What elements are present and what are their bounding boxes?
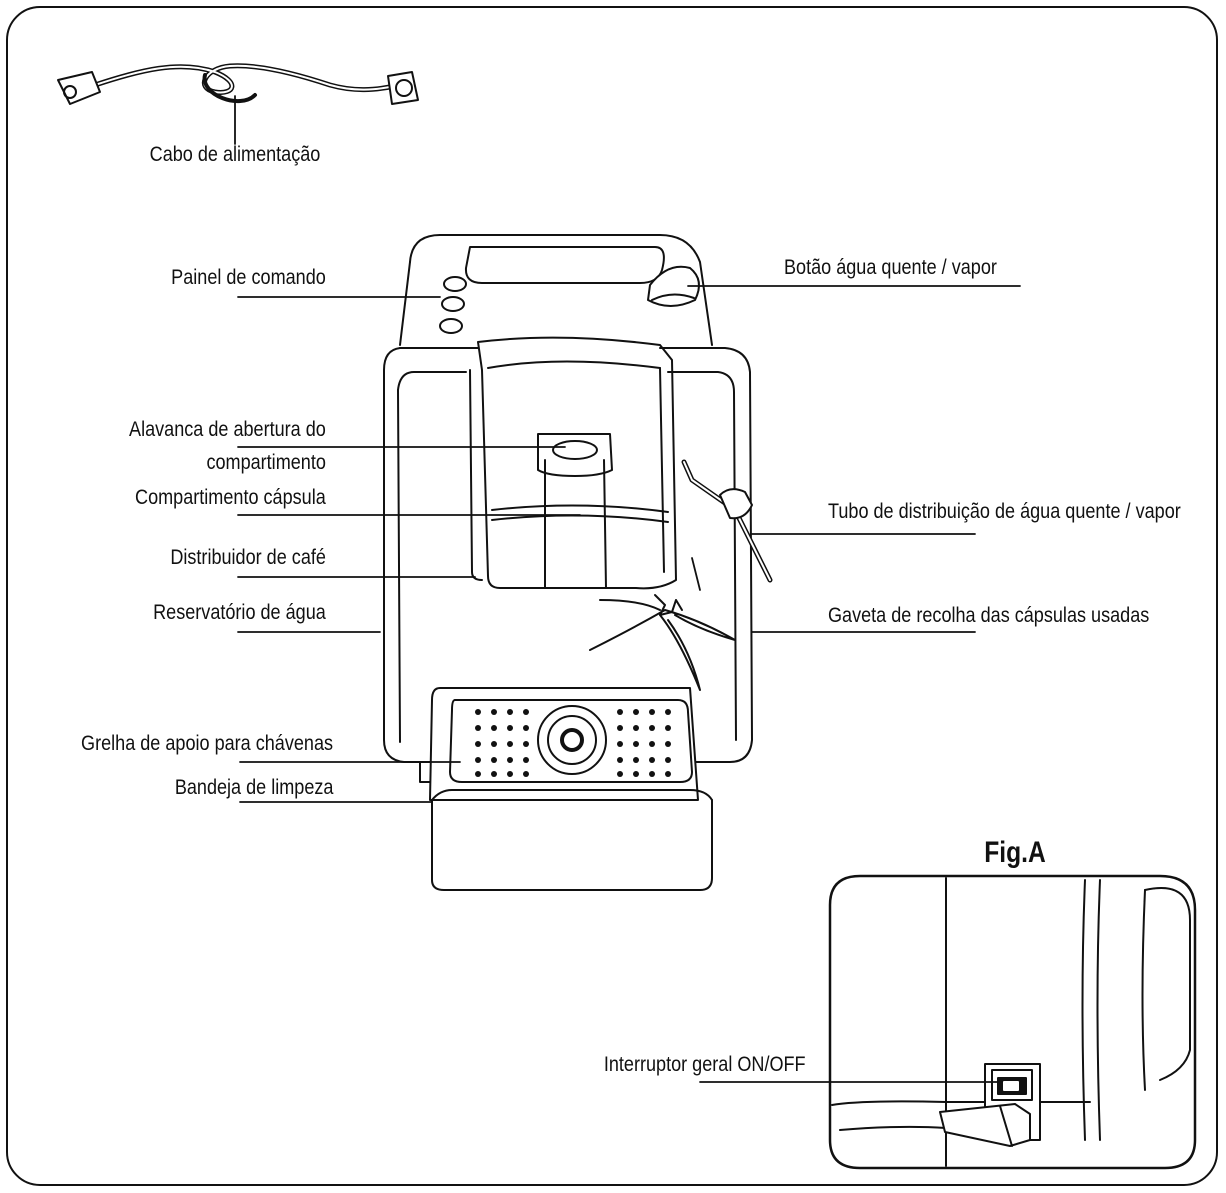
capsule-drawer-label: Gaveta de recolha das cápsulas usadas xyxy=(828,604,1150,627)
fig-a-title: Fig.A xyxy=(984,836,1046,869)
leader-lines xyxy=(234,95,1021,1083)
coffee-dispenser-label: Distribuidor de café xyxy=(170,546,326,569)
steam-tube-label: Tubo de distribuição de água quente / va… xyxy=(828,500,1181,523)
power-cable-drawing xyxy=(57,63,419,105)
lever-label-line2: compartimento xyxy=(206,451,326,474)
hot-water-button-label: Botão água quente / vapor xyxy=(784,256,997,279)
capsule-compartment-label: Compartimento cápsula xyxy=(135,486,326,509)
cup-grid-label: Grelha de apoio para chávenas xyxy=(80,732,333,755)
cup-grid-dots xyxy=(475,709,671,777)
drip-tray-label: Bandeja de limpeza xyxy=(174,776,333,799)
water-reservoir-label: Reservatório de água xyxy=(153,601,326,624)
control-panel-label: Painel de comando xyxy=(171,266,326,289)
power-cable-label: Cabo de alimentação xyxy=(149,143,321,166)
main-switch-label: Interruptor geral ON/OFF xyxy=(604,1053,806,1076)
lever-label-line1: Alavanca de abertura do xyxy=(129,418,326,441)
diagram-frame xyxy=(6,6,1218,1186)
